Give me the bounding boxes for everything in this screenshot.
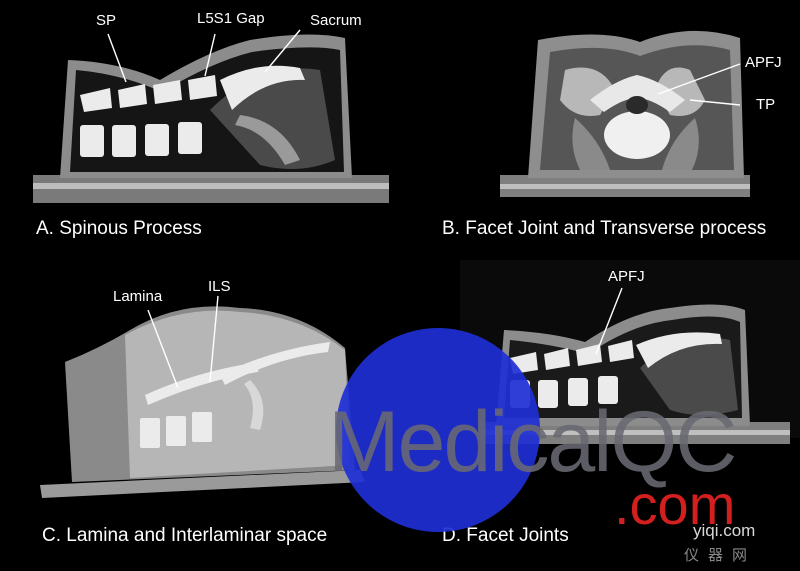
phantom-image-b xyxy=(500,30,750,197)
panel-c: Lamina ILS C. Lamina and Interlaminar sp… xyxy=(0,250,400,571)
label-l5s1-gap: L5S1 Gap xyxy=(197,10,265,27)
panel-a: SP L5S1 Gap Sacrum A. Spinous Process xyxy=(0,0,400,250)
label-apfj-d: APFJ xyxy=(608,268,645,285)
label-sacrum: Sacrum xyxy=(310,12,362,29)
phantom-image-a xyxy=(33,29,389,203)
label-apfj: APFJ xyxy=(745,54,782,71)
label-ils: ILS xyxy=(208,278,231,295)
label-tp: TP xyxy=(756,96,776,113)
caption-d: D. Facet Joints xyxy=(442,525,569,546)
caption-a: A. Spinous Process xyxy=(36,218,202,239)
caption-c: C. Lamina and Interlaminar space xyxy=(42,525,328,546)
phantom-image-d xyxy=(460,260,800,444)
caption-b: B. Facet Joint and Transverse process xyxy=(442,218,767,239)
phantom-image-c xyxy=(40,295,365,498)
panel-d: APFJ D. Facet Joints xyxy=(400,250,800,571)
label-sp: SP xyxy=(96,12,117,29)
panel-b: APFJ TP B. Facet Joint and Transverse pr… xyxy=(400,0,800,250)
label-lamina: Lamina xyxy=(113,288,163,305)
